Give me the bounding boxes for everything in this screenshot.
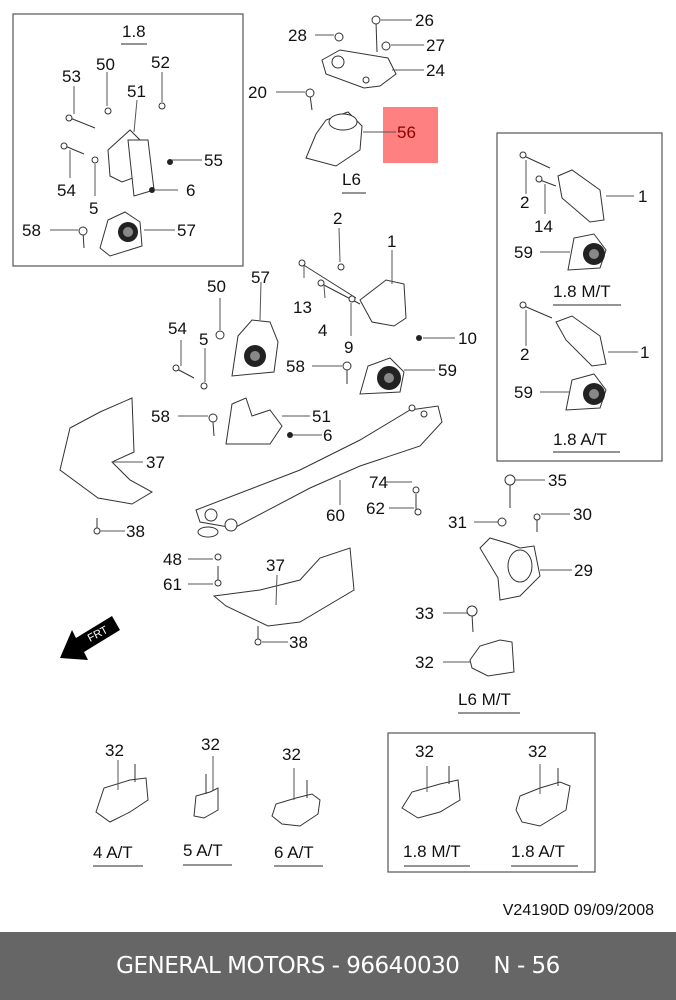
callout-52: 52 [151, 53, 170, 72]
callout-6: 6 [186, 181, 195, 200]
caption-1-8-mt: 1.8 M/T [553, 282, 611, 301]
callout-26: 26 [415, 11, 434, 30]
callout-58: 58 [22, 221, 41, 240]
bracket-1-at [555, 315, 607, 367]
caption-bottom-1-8-mt: 1.8 M/T [403, 842, 461, 861]
callout-54c: 54 [168, 319, 187, 338]
callout-2: 2 [520, 193, 529, 212]
group-l6: 26 28 27 24 20 56 L6 [248, 11, 445, 194]
splash-shield-37-right [212, 547, 355, 627]
callout-27: 27 [426, 36, 445, 55]
caption-6at: 6 A/T [274, 843, 314, 862]
callout-37a: 37 [146, 453, 165, 472]
callout-58c: 58 [286, 357, 305, 376]
callout-51c: 51 [312, 407, 331, 426]
callout-59c: 59 [438, 361, 457, 380]
callout-62: 62 [366, 499, 385, 518]
bracket-32-18at [515, 781, 571, 827]
frame-right-detail [496, 132, 663, 462]
callout-61: 61 [163, 575, 182, 594]
caption-l6-mt: L6 M/T [458, 690, 511, 709]
document-reference: V24190D 09/09/2008 [502, 902, 654, 919]
callout-32-4at: 32 [105, 741, 124, 760]
bracket-1 [359, 279, 407, 327]
caption-5at: 5 A/T [183, 841, 223, 860]
callout-4: 4 [318, 321, 327, 340]
callout-57: 57 [177, 221, 196, 240]
callout-33: 33 [415, 604, 434, 623]
bracket-32-l6 [469, 639, 515, 677]
footer-bar: GENERAL MOTORS - 96640030 N - 56 [0, 932, 676, 1000]
callout-59b: 59 [514, 383, 533, 402]
callout-55: 55 [204, 151, 223, 170]
callout-38a: 38 [126, 522, 145, 541]
splash-shield-37-left [59, 397, 154, 505]
callout-57c: 57 [251, 268, 270, 287]
front-arrow-icon: FRT [60, 616, 120, 660]
callout-35: 35 [548, 471, 567, 490]
callout-29: 29 [574, 561, 593, 580]
group-bottom-variants: 32 4 A/T 32 5 A/T 32 6 A/T 32 1.8 M/T 32… [93, 735, 578, 867]
caption-l6: L6 [342, 170, 361, 189]
bracket-32-4at [95, 777, 149, 823]
bracket-51-center [225, 397, 283, 445]
callout-53: 53 [62, 67, 81, 86]
group-1-8: 1.8 53 50 51 52 55 [22, 22, 223, 257]
callout-24: 24 [426, 61, 445, 80]
callout-28: 28 [288, 26, 307, 45]
bracket-24 [321, 49, 397, 89]
bracket-1-mt [557, 169, 605, 223]
callout-9: 9 [344, 338, 353, 357]
parts-diagram: 1.8 53 50 51 52 55 [12, 11, 663, 873]
callout-38b: 38 [289, 633, 308, 652]
callout-32-5at: 32 [201, 735, 220, 754]
callout-14: 14 [534, 217, 553, 236]
callout-48: 48 [163, 550, 182, 569]
bracket-32-6at [271, 793, 321, 827]
footer-part-number: 96640030 [346, 953, 460, 979]
highlight-part-56[interactable] [383, 107, 438, 163]
callout-51: 51 [127, 82, 146, 101]
callout-50c: 50 [207, 277, 226, 296]
callout-32-18at: 32 [528, 742, 547, 761]
callout-5: 5 [89, 199, 98, 218]
callout-56[interactable]: 56 [397, 123, 416, 142]
callout-13: 13 [293, 298, 312, 317]
callout-37b: 37 [266, 556, 285, 575]
caption-4at: 4 A/T [93, 843, 133, 862]
footer-brand: GENERAL MOTORS [116, 953, 325, 979]
callout-31: 31 [448, 513, 467, 532]
bracket-32-5at [193, 787, 219, 819]
callout-2b: 2 [520, 345, 529, 364]
callout-58d: 58 [151, 407, 170, 426]
callout-10: 10 [458, 329, 477, 348]
callout-5c: 5 [199, 330, 208, 349]
bracket-32-18mt [401, 779, 461, 819]
callout-74: 74 [369, 473, 388, 492]
callout-59: 59 [514, 243, 533, 262]
callout-6c: 6 [323, 426, 332, 445]
frame-1-8-detail [12, 13, 244, 267]
caption-1-8: 1.8 [122, 22, 146, 41]
callout-54: 54 [57, 181, 76, 200]
callout-32: 32 [415, 653, 434, 672]
group-right: 2 14 1 59 1.8 M/T 2 1 59 1.8 A/T [514, 151, 649, 453]
caption-bottom-1-8-at: 1.8 A/T [511, 842, 565, 861]
callout-32-18mt: 32 [415, 742, 434, 761]
footer-separator: - [324, 953, 347, 979]
footer-position-label: N - 56 [493, 953, 560, 979]
callout-30: 30 [573, 505, 592, 524]
callout-50: 50 [96, 55, 115, 74]
callout-60: 60 [326, 506, 345, 525]
callout-1b: 1 [640, 343, 649, 362]
callout-32-6at: 32 [282, 745, 301, 764]
callout-1c: 1 [387, 232, 396, 251]
group-center: 2 1 13 4 9 10 50 57 54 5 58 59 58 51 6 3… [59, 209, 477, 660]
frame-bottom-1-8 [387, 732, 596, 873]
callout-1: 1 [638, 187, 647, 206]
callout-20: 20 [248, 83, 267, 102]
callout-2c: 2 [333, 209, 342, 228]
caption-1-8-at: 1.8 A/T [553, 430, 607, 449]
group-l6-mt: 35 31 30 29 33 32 L6 M/T [415, 471, 593, 714]
